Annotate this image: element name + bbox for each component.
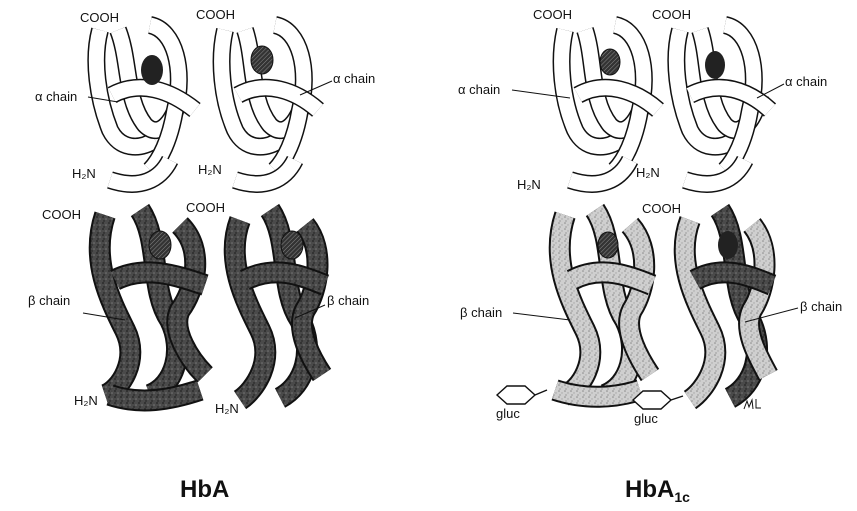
alpha-chain-right-structure bbox=[222, 25, 318, 184]
h2n-label: H₂N bbox=[74, 393, 98, 408]
heme-group-icon bbox=[600, 49, 620, 75]
gluc-label: gluc bbox=[496, 406, 520, 421]
heme-group-icon bbox=[251, 46, 273, 74]
beta-chain-right-structure bbox=[235, 210, 325, 400]
gluc-label: gluc bbox=[634, 411, 658, 426]
cooh-label: COOH bbox=[533, 7, 572, 22]
cooh-label: COOH bbox=[642, 201, 681, 216]
panel-hba1c: COOH COOH α chain α chain H₂N H₂N COOH β… bbox=[458, 7, 842, 505]
glucose-icon bbox=[497, 386, 547, 404]
h2n-label: H₂N bbox=[636, 165, 660, 180]
alpha-chain-label: α chain bbox=[333, 71, 375, 86]
cooh-label: COOH bbox=[42, 207, 81, 222]
panel-title-hba1c: HbA1c bbox=[625, 476, 690, 505]
beta-chain-label: β chain bbox=[800, 299, 842, 314]
cooh-label: COOH bbox=[80, 10, 119, 25]
beta-chain-label: β chain bbox=[28, 293, 70, 308]
glucose-icon bbox=[633, 391, 683, 409]
cooh-label: COOH bbox=[652, 7, 691, 22]
panel-title-hba: HbA bbox=[180, 476, 229, 503]
beta-chain-label: β chain bbox=[460, 305, 502, 320]
h2n-label: H₂N bbox=[72, 166, 96, 181]
h2n-label: H₂N bbox=[517, 177, 541, 192]
alpha-chain-label: α chain bbox=[785, 74, 827, 89]
h2n-label: H₂N bbox=[215, 401, 239, 416]
cooh-label: COOH bbox=[196, 7, 235, 22]
heme-group-icon bbox=[705, 51, 725, 79]
alpha-chain-left-structure bbox=[96, 25, 195, 184]
heme-group-icon bbox=[598, 232, 618, 258]
alpha-chain-label: α chain bbox=[35, 89, 77, 104]
alpha-chain-label: α chain bbox=[458, 82, 500, 97]
leader-line bbox=[513, 313, 570, 320]
alpha-chain-right-structure bbox=[676, 25, 770, 184]
heme-group-icon bbox=[718, 231, 738, 259]
beta-chain-label: β chain bbox=[327, 293, 369, 308]
h2n-label: H₂N bbox=[198, 162, 222, 177]
cooh-label: COOH bbox=[186, 200, 225, 215]
heme-group-icon bbox=[281, 231, 303, 259]
panel-hba: COOH COOH α chain α chain H₂N H₂N COOH C… bbox=[28, 7, 375, 503]
heme-group-icon bbox=[141, 55, 163, 85]
handwritten-mark-icon bbox=[744, 399, 761, 409]
heme-group-icon bbox=[149, 231, 171, 259]
